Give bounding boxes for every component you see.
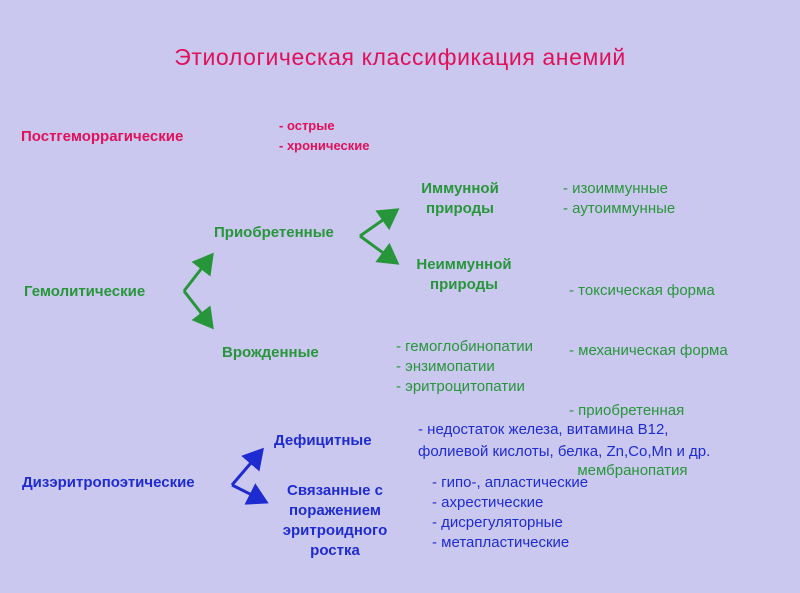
arrow-to-marrow <box>231 483 269 505</box>
page-title: Этиологическая классификация анемий <box>174 44 626 70</box>
marrow-label-line: эритроидного <box>282 522 388 539</box>
dyserythropoietic-label: Дизэритропоэтические <box>22 474 195 491</box>
list-item: - метапластические <box>432 534 570 551</box>
deficient-label: Дефицитные <box>274 432 372 449</box>
list-item: - механическая форма <box>569 342 728 359</box>
posthemorrhagic-label: Постгеморрагические <box>21 128 184 145</box>
arrow-to-nonimmune <box>359 234 400 265</box>
immune-label-line: природы <box>426 200 494 217</box>
list-item: - дисрегуляторные <box>432 514 563 531</box>
list-item: - ахрестические <box>432 494 544 511</box>
acquired-fork-arrows <box>359 208 400 265</box>
acquired-label: Приобретенные <box>214 224 334 241</box>
arrow-to-acquired <box>182 252 214 292</box>
marrow-label-line: ростка <box>310 542 360 559</box>
arrow-to-immune <box>359 208 400 238</box>
hemolytic-label: Гемолитические <box>24 283 146 300</box>
list-item: - изоиммунные <box>563 180 668 197</box>
immune-label-line: Иммунной <box>421 180 499 197</box>
list-item: - приобретенная <box>569 402 685 419</box>
deficient-items: - недостаток железа, витамина В12, фолие… <box>418 419 710 463</box>
list-item: - гипо-, апластические <box>432 474 589 491</box>
marrow-label-line: Связанные с <box>287 482 383 499</box>
list-item: - эритроцитопатии <box>396 378 525 395</box>
arrow-to-congenital <box>182 290 214 330</box>
dyserythropoietic-fork-arrows <box>230 447 269 505</box>
immune-label: Иммунной природы <box>405 179 515 219</box>
list-item: - гемоглобинопатии <box>396 338 534 355</box>
list-item: - недостаток железа, витамина В12, <box>418 421 669 438</box>
nonimmune-label: Неиммунной природы <box>404 255 524 295</box>
hemolytic-fork-arrows <box>182 252 214 330</box>
list-item: - энзимопатии <box>396 358 495 375</box>
congenital-label: Врожденные <box>222 344 319 361</box>
list-item: - аутоиммунные <box>563 200 676 217</box>
congenital-items: - гемоглобинопатии - энзимопатии - эритр… <box>396 337 533 397</box>
immune-items: - изоиммунные - аутоиммунные <box>563 179 675 219</box>
list-item: мембранопатия <box>569 462 688 479</box>
posthemorrhagic-item-chronic: - хронические <box>279 138 370 153</box>
marrow-label: Связанные с поражением эритроидного рост… <box>270 481 400 561</box>
nonimmune-label-line: природы <box>430 276 498 293</box>
list-item: - токсическая форма <box>569 282 715 299</box>
marrow-label-line: поражением <box>288 502 382 519</box>
arrow-to-deficient <box>230 447 264 486</box>
posthemorrhagic-item-acute: - острые <box>279 118 335 133</box>
marrow-items: - гипо-, апластические - ахрестические -… <box>432 473 588 553</box>
nonimmune-items: - токсическая форма - механическая форма… <box>569 241 728 501</box>
list-item: фолиевой кислоты, белка, Zn,Co,Mn и др. <box>418 443 711 460</box>
nonimmune-label-line: Неиммунной <box>416 256 512 273</box>
